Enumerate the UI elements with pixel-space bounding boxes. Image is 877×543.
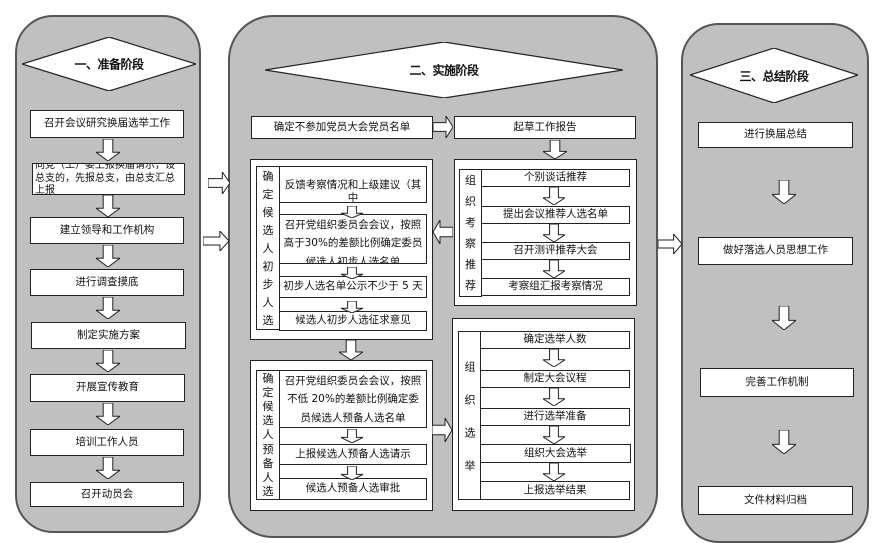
label-char: 人 (262, 295, 274, 309)
label-char: 选 (262, 485, 274, 499)
inspect-step-3: 召开测评推荐大会 (481, 242, 630, 260)
label-char: 初 (262, 259, 274, 273)
arrow-down-icon (541, 387, 567, 407)
reserve-step-3: 候选人预备人选审批 (279, 478, 427, 500)
election-step-1: 确定选举人数 (480, 331, 630, 349)
label-char: 定 (262, 187, 274, 201)
arrow-right-icon (657, 232, 683, 256)
summary-step-2: 做好落选人员思想工作 (698, 237, 853, 265)
prep-step-2: 向党（工）委上报换届请示，设总支的，先报总支，由总支汇总上报 (32, 163, 185, 195)
prep-step-1: 召开会议研究换届选举工作 (30, 110, 184, 138)
arrow-down-icon (541, 139, 569, 160)
label-char: 步 (262, 277, 274, 291)
summary-stage-panel (681, 23, 869, 543)
election-step-5: 上报选举结果 (480, 481, 630, 500)
label-char: 确 (262, 371, 274, 385)
summary-stage-title: 三、总结阶段 (690, 48, 858, 103)
arrow-down-icon (340, 465, 364, 481)
label-char: 候 (262, 205, 274, 219)
prep-step-5: 制定实施方案 (31, 322, 186, 349)
arrow-down-icon (541, 259, 567, 279)
prep-step-3: 建立领导和工作机构 (30, 217, 184, 244)
label-char: 定 (262, 385, 274, 399)
summary-step-3: 完善工作机制 (700, 368, 854, 397)
label-char: 织 (465, 195, 476, 208)
arrow-down-icon (770, 179, 798, 205)
arrow-down-icon (94, 456, 122, 480)
arrow-down-icon (337, 339, 365, 361)
arrow-down-icon (94, 296, 122, 320)
summary-step-1: 进行换届总结 (698, 122, 853, 148)
label-char: 备 (262, 456, 274, 470)
label-char: 人 (262, 428, 274, 442)
election-step-2: 制定大会议程 (480, 370, 630, 388)
inspect-step-4: 考察组汇报考察情况 (481, 278, 630, 296)
prep-step-8: 召开动员会 (30, 482, 184, 507)
arrow-right-icon (202, 229, 230, 253)
arrow-down-icon (94, 349, 122, 373)
label-char: 确 (262, 169, 274, 183)
prelim-label: 确定候选人初步人选 (256, 166, 280, 330)
arrow-down-icon (94, 402, 122, 426)
arrow-down-icon (541, 348, 567, 368)
impl-draft-report: 起草工作报告 (454, 116, 636, 139)
election-label: 组织选举 (458, 331, 481, 500)
label-char: 预 (262, 442, 274, 456)
prelim-step-3: 初步人选名单公示不少于 5 天 (279, 276, 427, 298)
arrow-down-icon (340, 203, 364, 219)
label-char: 人 (262, 241, 274, 255)
prelim-step-4: 候选人初步人选征求意见 (279, 311, 427, 331)
arrow-right-icon (431, 416, 453, 444)
label-char: 选 (262, 223, 274, 237)
label-char: 组 (465, 174, 476, 187)
reserve-label: 确定候选人预备人选 (256, 370, 280, 500)
arrow-down-icon (94, 244, 122, 268)
label-char: 候 (262, 400, 274, 414)
arrow-right-icon (432, 114, 454, 140)
inspect-step-2: 提出会议推荐人选名单 (481, 206, 630, 224)
arrow-down-icon (94, 194, 122, 218)
prelim-step-1: 反馈考察情况和上级建议（其中 (279, 166, 427, 203)
label-char: 察 (465, 237, 476, 250)
reserve-step-2: 上报候选人预备人选请示 (279, 444, 427, 465)
arrow-down-icon (770, 429, 798, 455)
prep-step-4: 进行调查摸底 (30, 269, 184, 296)
label-char: 荐 (465, 279, 476, 292)
inspect-label: 组织考察推荐 (459, 169, 482, 297)
label-char: 选 (262, 414, 274, 428)
arrow-down-icon (541, 425, 567, 445)
arrow-left-icon (432, 218, 454, 246)
summary-step-4: 文件材料归档 (698, 486, 853, 515)
arrow-down-icon (541, 462, 567, 482)
impl-exclude-members: 确定不参加党员大会党员名单 (251, 116, 433, 139)
arrow-down-icon (94, 138, 122, 162)
arrow-down-icon (340, 298, 364, 314)
prep-step-6: 开展宣传教育 (30, 374, 185, 402)
inspect-step-1: 个别谈话推荐 (481, 169, 630, 187)
election-step-4: 组织大会选举 (480, 444, 631, 463)
reserve-step-1: 召开党组织委员会会议，按照不低 20%的差额比例确定委员候选人预备人选名单 (279, 370, 427, 428)
arrow-right-icon (207, 170, 231, 196)
election-step-3: 进行选举准备 (480, 408, 630, 426)
arrow-down-icon (340, 264, 364, 280)
label-char: 选 (262, 313, 274, 327)
arrow-down-icon (340, 428, 364, 444)
impl-stage-title: 二、实施阶段 (265, 42, 623, 98)
arrow-down-icon (541, 186, 567, 206)
label-char: 考 (465, 216, 476, 229)
prelim-step-2: 召开党组织委员会会议，按照高于30%的差额比例确定委员候选人初步人选名单 (279, 214, 427, 264)
arrow-down-icon (770, 305, 798, 331)
prep-stage-title: 一、准备阶段 (22, 37, 196, 91)
arrow-down-icon (541, 223, 567, 243)
prep-step-7: 培训工作人员 (30, 429, 184, 456)
label-char: 推 (465, 258, 476, 271)
label-char: 人 (262, 471, 274, 485)
